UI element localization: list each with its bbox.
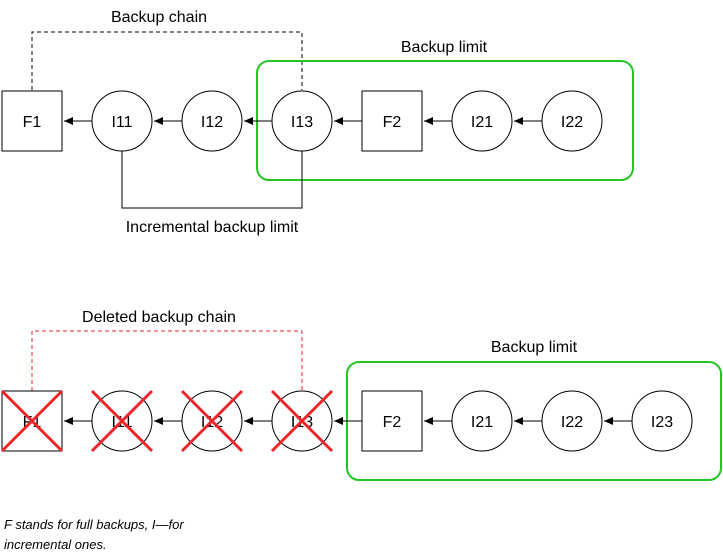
node-f2: F2 bbox=[361, 390, 423, 452]
node-label: F2 bbox=[383, 114, 402, 131]
deleted-cross-icon bbox=[270, 389, 334, 453]
node-label: I22 bbox=[561, 414, 583, 431]
node-i23: I23 bbox=[631, 390, 693, 452]
node-label: I21 bbox=[471, 114, 493, 131]
node-i22: I22 bbox=[541, 390, 603, 452]
node-i13-deleted: I13 bbox=[270, 389, 334, 453]
incremental-limit-bracket bbox=[121, 151, 303, 209]
deleted-cross-icon bbox=[90, 389, 154, 453]
node-label: I23 bbox=[651, 414, 673, 431]
incremental-limit-label: Incremental backup limit bbox=[126, 219, 299, 236]
node-label: I11 bbox=[111, 114, 132, 131]
node-f2: F2 bbox=[361, 90, 423, 152]
node-label: I13 bbox=[291, 114, 313, 131]
node-i21: I21 bbox=[451, 390, 513, 452]
node-f1: F1 bbox=[1, 90, 63, 152]
deleted-cross-icon bbox=[180, 389, 244, 453]
node-i12: I12 bbox=[181, 90, 243, 152]
bottom-diagram: Deleted backup chain Backup limit F1 I11… bbox=[0, 309, 722, 481]
node-label: F2 bbox=[383, 414, 402, 431]
node-i21: I21 bbox=[451, 90, 513, 152]
node-label: F1 bbox=[23, 114, 42, 131]
node-i13: I13 bbox=[271, 90, 333, 152]
node-label: I12 bbox=[201, 114, 223, 131]
node-label: I22 bbox=[561, 114, 583, 131]
node-i22: I22 bbox=[541, 90, 603, 152]
node-i11-deleted: I11 bbox=[90, 389, 154, 453]
backup-chain-connector bbox=[31, 31, 303, 90]
deleted-chain-label: Deleted backup chain bbox=[82, 309, 236, 326]
deleted-cross-icon bbox=[0, 389, 64, 453]
backup-chain-label: Backup chain bbox=[111, 9, 207, 26]
node-i12-deleted: I12 bbox=[180, 389, 244, 453]
node-label: I21 bbox=[471, 414, 493, 431]
legend-caption: F stands for full backups, I—for increme… bbox=[4, 517, 184, 552]
node-f1-deleted: F1 bbox=[0, 389, 64, 453]
backup-limit-label: Backup limit bbox=[401, 39, 488, 56]
top-diagram: Backup chain Backup limit Incremental ba… bbox=[1, 9, 634, 236]
node-i11: I11 bbox=[91, 90, 153, 152]
backup-limit-label: Backup limit bbox=[491, 339, 578, 356]
deleted-chain-connector bbox=[31, 330, 303, 391]
